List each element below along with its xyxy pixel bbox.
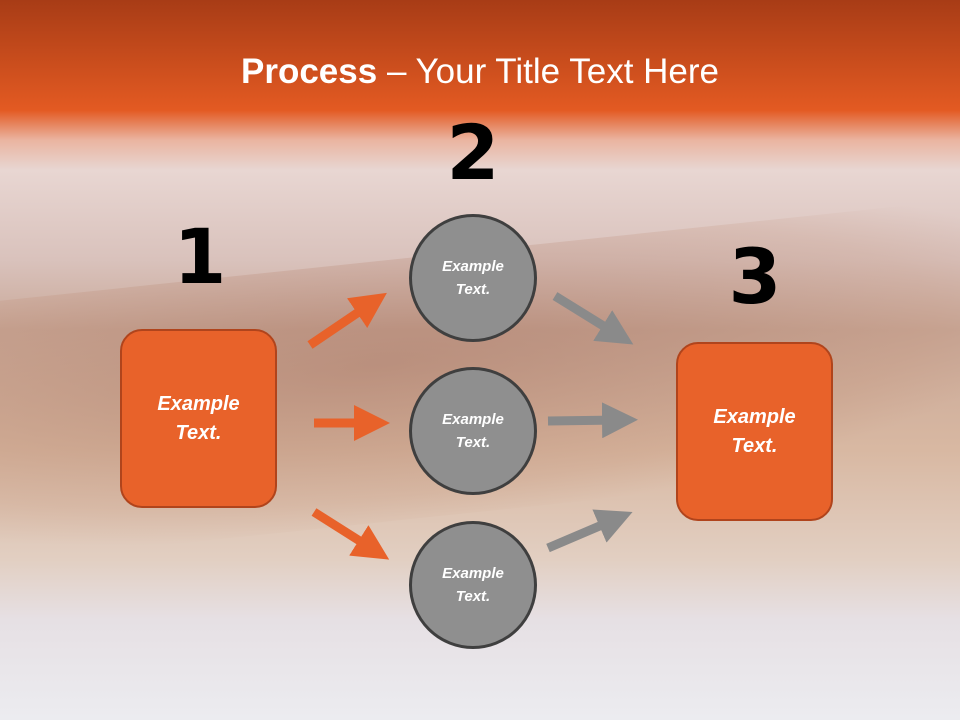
step-number-1: 1: [173, 212, 227, 301]
circle-line2: Text.: [455, 588, 491, 605]
arrow-orange-down: [311, 508, 390, 560]
right-box-line1: Example: [713, 405, 796, 428]
left-box-line1: Example: [157, 392, 240, 415]
right-box-line2: Text.: [731, 434, 778, 457]
step-number-2: 2: [446, 108, 500, 197]
title-bold: Process: [241, 52, 378, 91]
circle-line2: Text.: [455, 281, 491, 298]
arrow-gray-down: [552, 292, 634, 345]
left-box-line2: Text.: [175, 421, 222, 444]
circle-line2: Text.: [455, 434, 491, 451]
title-rest: – Your Title Text Here: [377, 52, 719, 91]
circle-line1: Example: [442, 565, 504, 582]
circle-line1: Example: [442, 258, 504, 275]
circle-line1: Example: [442, 411, 504, 428]
slide-title: Process – Your Title Text Here: [0, 52, 960, 92]
step-number-3: 3: [728, 232, 782, 321]
arrow-orange-up: [307, 292, 387, 349]
arrow-gray-mid: [547, 402, 638, 439]
arrow-gray-up: [546, 509, 633, 553]
